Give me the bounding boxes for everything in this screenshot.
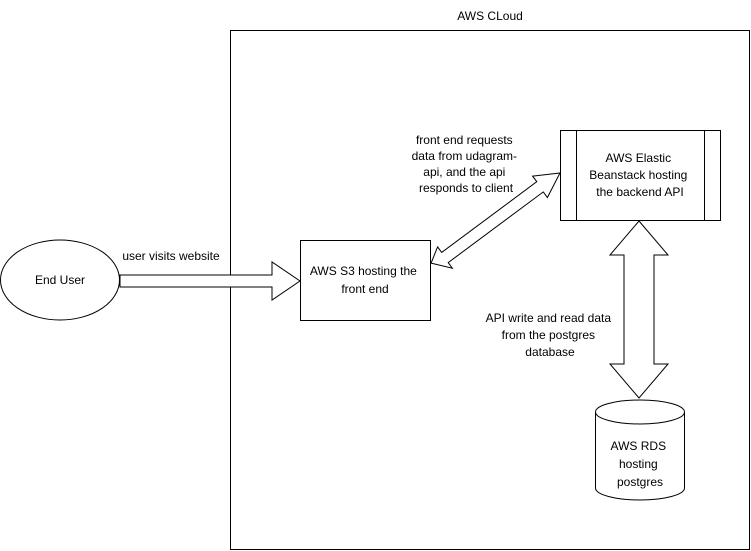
beanstalk-node xyxy=(560,130,721,221)
s3-node xyxy=(300,240,431,321)
rds-cylinder-top xyxy=(595,399,685,425)
aws-cloud-label: AWS CLoud xyxy=(457,9,523,23)
beanstalk-rds-arrow xyxy=(608,220,670,399)
beanstalk-rds-label-line: from the postgres xyxy=(502,328,595,342)
rds-label-line: hosting xyxy=(619,457,658,471)
rds-label: AWS RDS hosting postgres xyxy=(611,439,670,489)
s3-beanstalk-label-line: responds to client xyxy=(419,181,514,195)
user-to-s3-arrow xyxy=(119,261,301,301)
s3-label-line: front end xyxy=(341,282,388,296)
beanstalk-rds-label-line: API write and read data xyxy=(486,311,612,325)
beanstalk-rds-label-line: database xyxy=(525,345,575,359)
end-user-label: End User xyxy=(35,273,85,287)
s3-beanstalk-label-line: front end requests xyxy=(416,133,513,147)
rds-label-line: AWS RDS xyxy=(611,439,667,453)
rds-cylinder-body xyxy=(595,412,685,501)
beanstalk-label-line: the backend API xyxy=(596,185,683,199)
s3-beanstalk-label-line: data from udagram- xyxy=(412,149,517,163)
beanstalk-label-line: Beanstack hosting xyxy=(589,168,687,182)
rds-label-line: postgres xyxy=(617,475,663,489)
rds-node xyxy=(595,399,685,501)
beanstalk-rds-label: API write and read data from the postgre… xyxy=(486,311,615,359)
s3-label: AWS S3 hosting the front end xyxy=(310,264,420,296)
s3-beanstalk-label-line: api, and the api xyxy=(423,165,505,179)
beanstalk-label-line: AWS Elastic xyxy=(606,151,672,165)
beanstalk-label: AWS Elastic Beanstack hosting the backen… xyxy=(589,151,690,199)
s3-label-line: AWS S3 hosting the xyxy=(310,264,417,278)
s3-beanstalk-label: front end requests data from udagram- ap… xyxy=(412,133,521,195)
user-to-s3-label: user visits website xyxy=(122,249,220,263)
